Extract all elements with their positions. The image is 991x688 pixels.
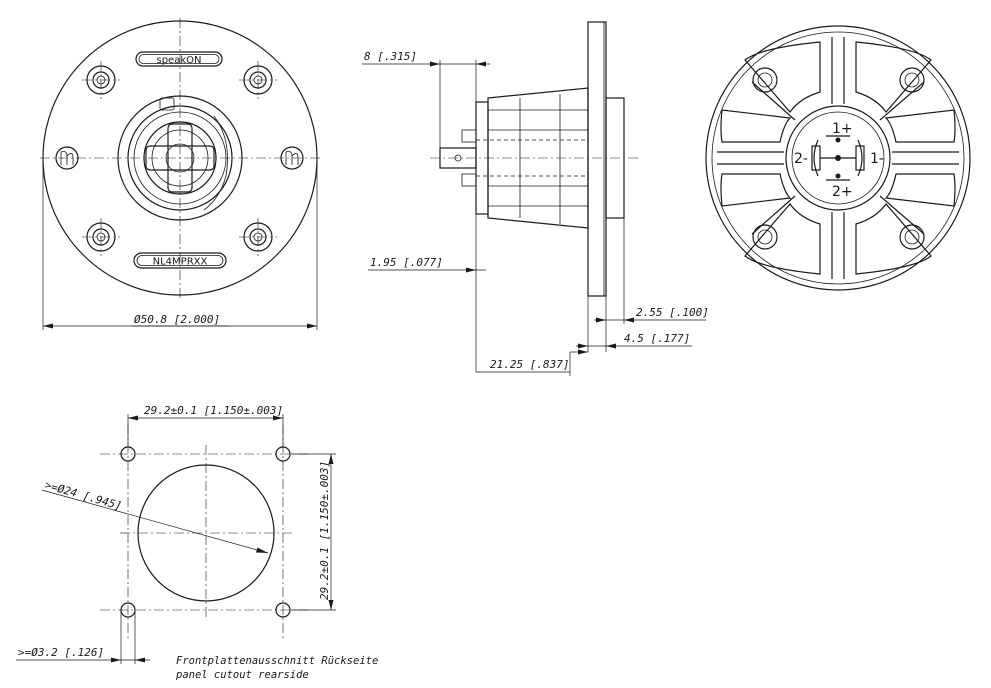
pin-label-1-plus: 1+ <box>832 121 853 137</box>
cutout-hole-br <box>275 602 291 618</box>
pin-label-2-minus: 2- <box>794 151 808 167</box>
brand-label: speakON <box>157 55 202 66</box>
brand-plate <box>135 51 223 67</box>
rear-core <box>785 105 891 211</box>
dim-hole-small: >=Ø3.2 [.126] <box>18 646 104 659</box>
mounting-hole-tl <box>82 61 120 99</box>
cutout-hole-tr <box>275 446 291 462</box>
neutrik-logo-icon-right <box>280 146 304 170</box>
cutout-large-hole <box>137 464 275 602</box>
caption-german: Frontplattenausschnitt Rückseite <box>176 655 378 667</box>
neutrik-logo-icon-left <box>55 146 79 170</box>
side-view: 8 [.315] 1.95 [.077] 2.55 [.100] 4.5 [.1… <box>362 21 709 376</box>
panel-cutout: 29.2±0.1 [1.150±.003] 29.2±0.1 [1.150±.0… <box>16 404 378 681</box>
dim-21-25: 21.25 [.837] <box>490 358 569 371</box>
dim-2-55: 2.55 [.100] <box>636 306 709 319</box>
cutout-hole-tl <box>120 446 136 462</box>
mounting-hole-tr <box>239 61 277 99</box>
flange-outline <box>42 20 318 296</box>
mounting-hole-br <box>239 218 277 256</box>
side-flange <box>587 21 607 297</box>
dim-hole-large: >=Ø24 [.945] <box>43 478 123 512</box>
connector-ring-outer <box>117 95 243 221</box>
part-plate <box>133 252 227 269</box>
dim-1-95: 1.95 [.077] <box>370 256 443 269</box>
dim-spacing-horizontal: 29.2±0.1 [1.150±.003] <box>144 404 283 417</box>
rear-flange-outline <box>705 25 971 291</box>
dim-4-5: 4.5 [.177] <box>624 332 690 345</box>
diameter-dimension: Ø50.8 [2.000] <box>134 313 220 326</box>
rear-view: 1+ 1- 2- 2+ <box>705 25 971 291</box>
front-view: speakON NL4MPRXX Ø50.8 [2.000] <box>40 18 322 330</box>
solder-tab <box>439 147 477 169</box>
pin-label-2-plus: 2+ <box>832 184 853 200</box>
part-label: NL4MPRXX <box>153 257 208 268</box>
mounting-hole-bl <box>82 218 120 256</box>
dim-8: 8 [.315] <box>364 50 417 63</box>
pin-label-1-minus: 1- <box>870 151 884 167</box>
dim-spacing-vertical: 29.2±0.1 [1.150±.003] <box>318 461 331 600</box>
caption-english: panel cutout rearside <box>175 669 309 681</box>
